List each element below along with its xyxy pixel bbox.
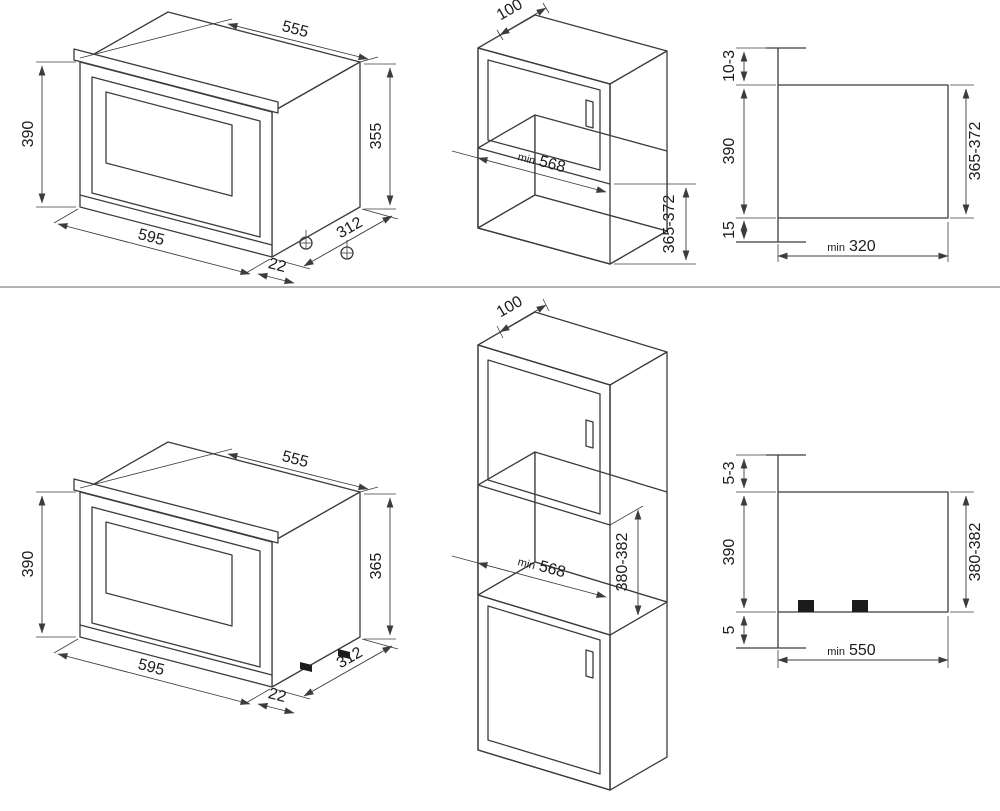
upper-door-handle (585, 419, 594, 449)
dim-niche-height: 365-372 (661, 195, 678, 254)
door-handle (585, 99, 594, 129)
oven-door-glass (105, 91, 233, 197)
dim-section-depth-prefix: min (827, 646, 845, 658)
dim-oven-width-top: 555 (280, 18, 310, 41)
section-niche-outline (778, 84, 949, 219)
top-oven-isometric: 390 555 355 595 312 22 (20, 11, 399, 284)
dim-section-bottom-gap: 5 (721, 625, 738, 634)
dim-section-depth: 320 (849, 238, 876, 255)
dim-cabinet-top-depth: 100 (494, 0, 526, 24)
dim-door-overhang: 22 (266, 255, 288, 276)
dim-door-overhang: 22 (266, 685, 288, 706)
dim-section-bottom-gap: 15 (721, 221, 738, 239)
dim-niche-width-prefix: min (516, 556, 536, 572)
top-cabinet-isometric: 100 min 568 365-372 (451, 0, 696, 265)
oven-handle (73, 478, 279, 544)
cabinet-front-outline (477, 344, 611, 791)
oven-door (91, 76, 261, 238)
dim-niche-height: 380-382 (614, 533, 631, 592)
dim-section-oven-height: 390 (721, 138, 738, 165)
lower-door (487, 605, 601, 775)
leveling-screw-icon (340, 240, 354, 260)
section-niche-outline (778, 491, 949, 613)
dim-niche-width: 568 (537, 558, 567, 581)
dim-section-top-gap: 10-3 (721, 50, 738, 82)
dim-oven-width-top: 555 (280, 448, 310, 471)
dim-oven-height-side: 355 (368, 123, 385, 150)
bottom-oven-isometric: 390 555 365 595 312 22 (20, 441, 399, 714)
dim-niche-width-prefix: min (516, 151, 536, 167)
dim-cabinet-top-depth: 100 (494, 293, 526, 321)
top-niche-section: 10-3 390 15 365-372 min 320 (721, 47, 984, 262)
dim-niche-width: 568 (537, 153, 567, 176)
oven-handle (73, 48, 279, 114)
dim-oven-width-front: 595 (136, 656, 166, 679)
dim-section-top-gap: 5-3 (721, 461, 738, 484)
dim-section-niche-height: 380-382 (967, 523, 984, 582)
dim-section-depth-prefix: min (827, 242, 845, 254)
bottom-niche-section: 5-3 390 5 380-382 min 550 (721, 454, 984, 668)
dim-oven-height-front: 390 (20, 121, 37, 148)
dim-oven-height-front: 390 (20, 551, 37, 578)
oven-foot (852, 600, 868, 612)
lower-door-handle (585, 649, 594, 679)
dim-section-oven-height: 390 (721, 539, 738, 566)
dim-section-niche-height: 365-372 (967, 122, 984, 181)
niche-top-edge (477, 484, 611, 526)
oven-door-glass (105, 521, 233, 627)
dim-section-depth: 550 (849, 642, 876, 659)
dim-oven-height-side: 365 (368, 553, 385, 580)
niche-bottom-edge (477, 594, 611, 636)
oven-door (91, 506, 261, 668)
upper-door (487, 359, 601, 515)
oven-foot (798, 600, 814, 612)
bottom-cabinet-isometric: 100 min 568 380-382 (451, 293, 668, 791)
dim-oven-width-front: 595 (136, 226, 166, 249)
